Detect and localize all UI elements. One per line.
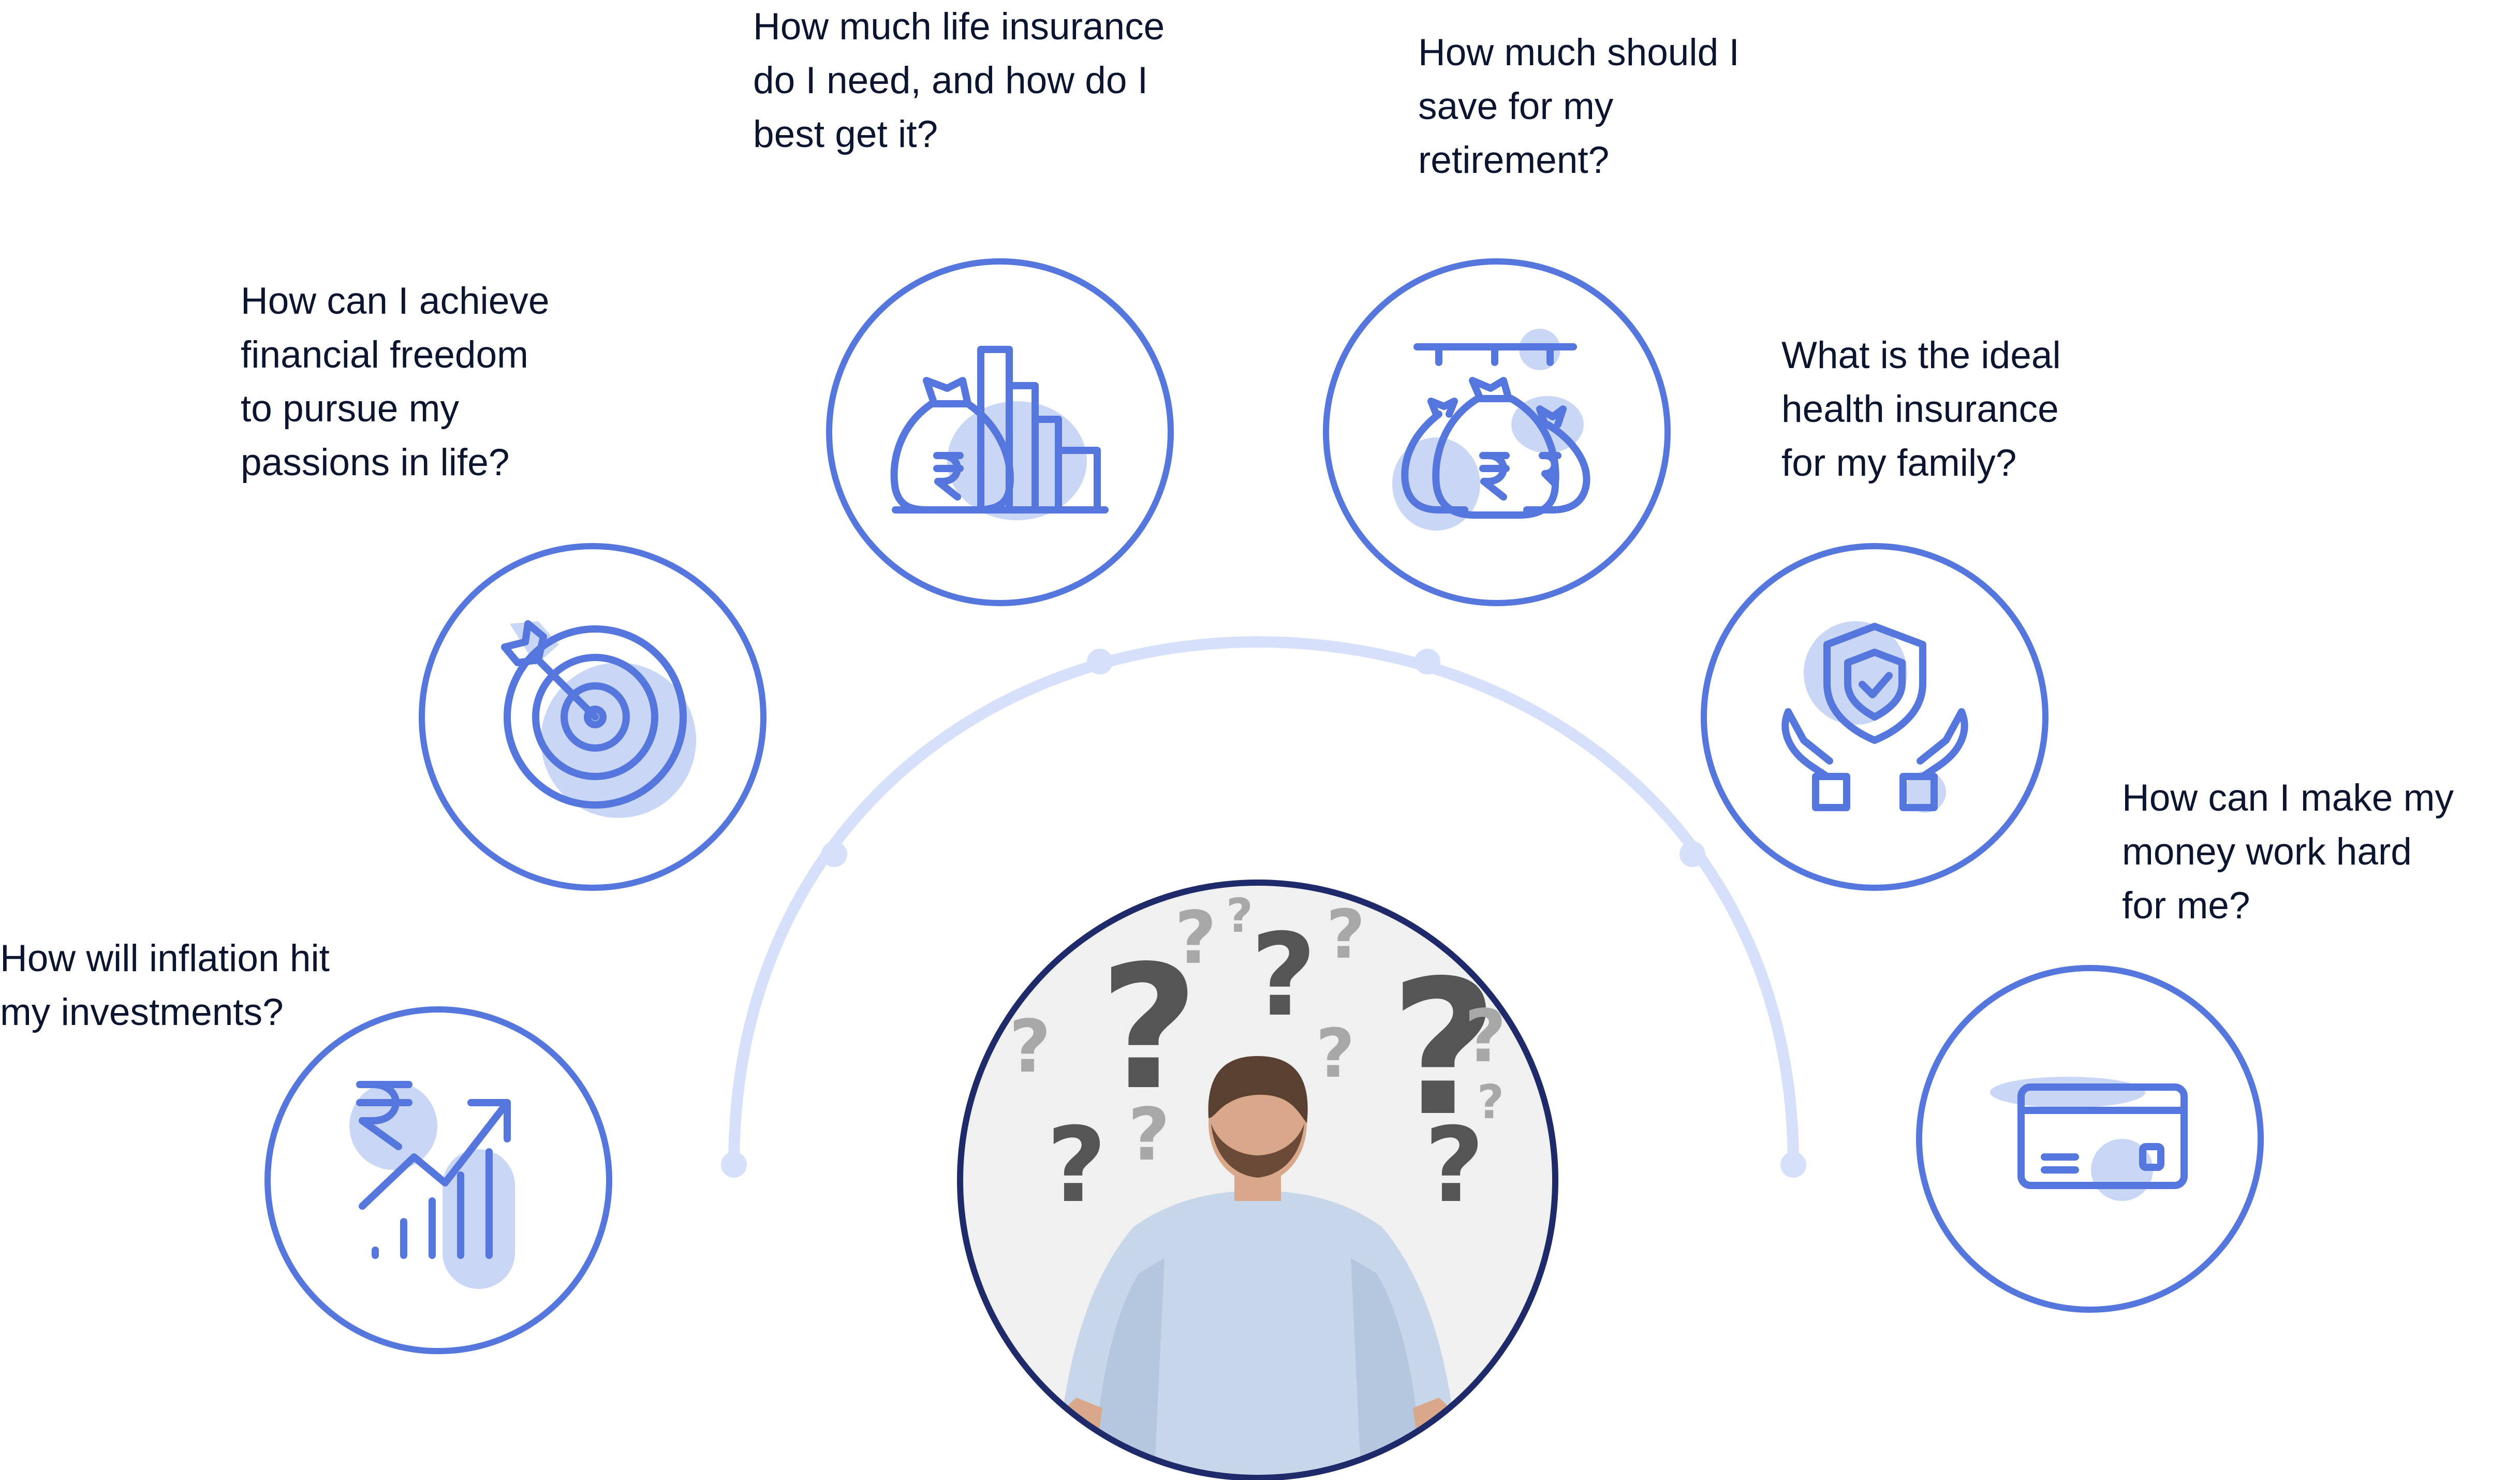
icon-circle-life-insurance [826, 258, 1174, 606]
icon-circle-money-work [1916, 965, 2264, 1313]
hanging-money-bags-icon [1392, 329, 1590, 531]
arc-node [1087, 649, 1113, 675]
svg-text:?: ? [1424, 1105, 1484, 1226]
svg-text:?: ? [1174, 896, 1216, 980]
credit-card-icon [1990, 1077, 2188, 1201]
svg-text:?: ? [1326, 895, 1365, 974]
icon-circle-inflation [264, 1006, 612, 1354]
svg-text:?: ? [1250, 909, 1317, 1042]
question-money-work: How can I make my money work hard for me… [2122, 777, 2454, 927]
arc-node [1414, 649, 1440, 675]
svg-text:?: ? [1316, 1014, 1354, 1093]
question-health-insurance: What is the ideal health insurance for m… [1781, 334, 2061, 484]
target-arrow-icon [501, 620, 696, 818]
arc-node [721, 1152, 747, 1178]
svg-text:?: ? [1009, 1005, 1051, 1089]
icon-circle-retirement [1323, 258, 1671, 606]
svg-text:?: ? [1128, 1093, 1170, 1177]
svg-text:?: ? [1047, 1105, 1107, 1226]
money-bag-bar-chart-icon [890, 346, 1109, 520]
connecting-arc [721, 636, 1806, 1178]
question-inflation: How will inflation hit my investments? [0, 937, 330, 1033]
icon-circle-health-insurance [1701, 543, 2049, 891]
svg-text:?: ? [1099, 929, 1198, 1127]
arc-node [1679, 841, 1705, 867]
svg-text:?: ? [1226, 889, 1253, 943]
rupee-growth-chart-icon [349, 1081, 515, 1289]
question-life-insurance: How much life insurance do I need, and h… [753, 6, 1165, 155]
question-financial-freedom: How can I achieve financial freedom to p… [241, 280, 550, 483]
center-photo: ? ? ? ? ? ? ? ? ? ? ? ? ? [957, 880, 1558, 1480]
question-retirement: How much should I save for my retirement… [1418, 32, 1740, 181]
shield-hands-icon [1781, 621, 1968, 813]
arc-node [1780, 1152, 1806, 1178]
icon-circle-freedom [419, 543, 767, 891]
svg-text:?: ? [1477, 1075, 1504, 1130]
arc-node [821, 841, 847, 867]
